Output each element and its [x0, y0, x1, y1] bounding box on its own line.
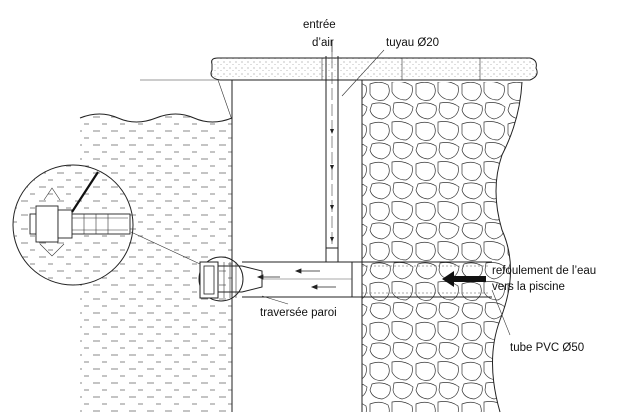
leader-lines: [140, 40, 511, 336]
air-flow-arrows: [330, 129, 334, 242]
wall-through-fitting: [198, 256, 263, 302]
pvc-tube-d50: [242, 261, 492, 298]
detail-magnifier: [12, 164, 201, 286]
ground-stone-zone: [362, 81, 523, 413]
label-discharge-line2: vers la piscine: [492, 281, 565, 293]
label-wall-fitting: traversée paroi: [260, 307, 337, 319]
water-flow-arrows: [256, 268, 336, 290]
label-pvc-tube-d50: tube PVC Ø50: [510, 342, 584, 354]
label-discharge-line1: refoulement de l’eau: [492, 265, 596, 277]
label-air-inlet-line1: entrée: [303, 19, 336, 31]
label-air-inlet-line2: d’air: [312, 37, 334, 49]
label-pipe-d20: tuyau Ø20: [386, 37, 439, 49]
air-pipe-d20: [325, 40, 339, 263]
coping-stone: [210, 57, 538, 81]
pool-wall: [231, 80, 363, 412]
flow-direction-arrow: [442, 271, 486, 287]
